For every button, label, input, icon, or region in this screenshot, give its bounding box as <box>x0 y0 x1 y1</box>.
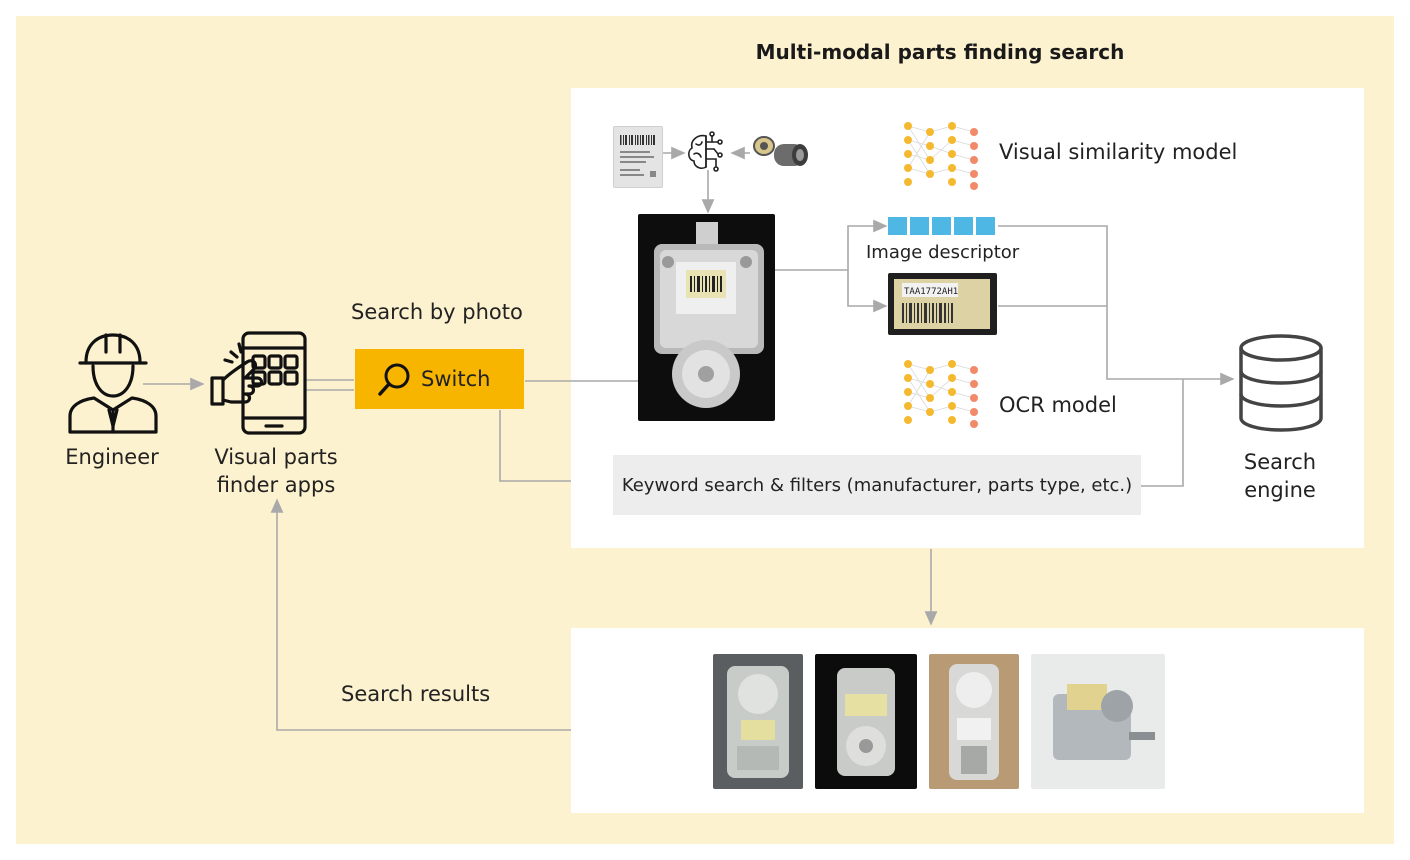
part-thumbnail-image <box>753 136 808 166</box>
engineer-icon <box>68 333 158 434</box>
ocr-model-label: OCR model <box>999 393 1117 417</box>
image-descriptor-vector <box>888 217 995 235</box>
search-engine-label-line1: Search <box>1243 450 1317 474</box>
barcode-text: TAA1772AH1 <box>904 287 958 297</box>
diagram-title: Multi-modal parts finding search <box>755 40 1125 64</box>
line-keyword-to-engine <box>1141 379 1184 487</box>
ai-brain-icon <box>688 131 723 172</box>
label-sticker-image <box>613 126 663 188</box>
engineer-label: Engineer <box>65 445 159 469</box>
search-results-label: Search results <box>341 682 491 706</box>
arrow-to-descriptor <box>775 219 888 271</box>
switch-label: Switch <box>421 367 491 391</box>
search-by-photo-label: Search by photo <box>351 300 523 324</box>
apps-label-line2: finder apps <box>216 473 336 497</box>
arrow-to-crop <box>847 270 888 313</box>
database-icon <box>1239 334 1323 432</box>
line-switch-to-keyword <box>499 410 571 482</box>
search-engine-label-line2: engine <box>1244 478 1316 502</box>
captured-part-photo <box>638 214 775 421</box>
neural-net-icon <box>904 122 978 190</box>
visual-similarity-model-label: Visual similarity model <box>999 140 1238 164</box>
arrow-results-to-app <box>270 498 571 731</box>
arrow-descriptor-to-engine <box>998 225 1235 386</box>
apps-label-line1: Visual parts <box>214 445 338 469</box>
switch-button[interactable]: Switch <box>355 349 524 409</box>
ocr-neural-net-icon <box>904 360 978 428</box>
search-icon <box>378 363 410 396</box>
barcode-crop-image: TAA1772AH1 <box>888 273 997 335</box>
result-photo-3 <box>929 654 1019 789</box>
keyword-search-label: Keyword search & filters (manufacturer, … <box>621 474 1133 496</box>
result-photo-4 <box>1031 654 1165 789</box>
keyword-search-box: Keyword search & filters (manufacturer, … <box>613 455 1141 515</box>
result-photo-2 <box>815 654 917 789</box>
image-descriptor-label: Image descriptor <box>866 242 1020 263</box>
result-photo-1 <box>713 654 803 789</box>
phone-app-icon <box>210 331 307 435</box>
